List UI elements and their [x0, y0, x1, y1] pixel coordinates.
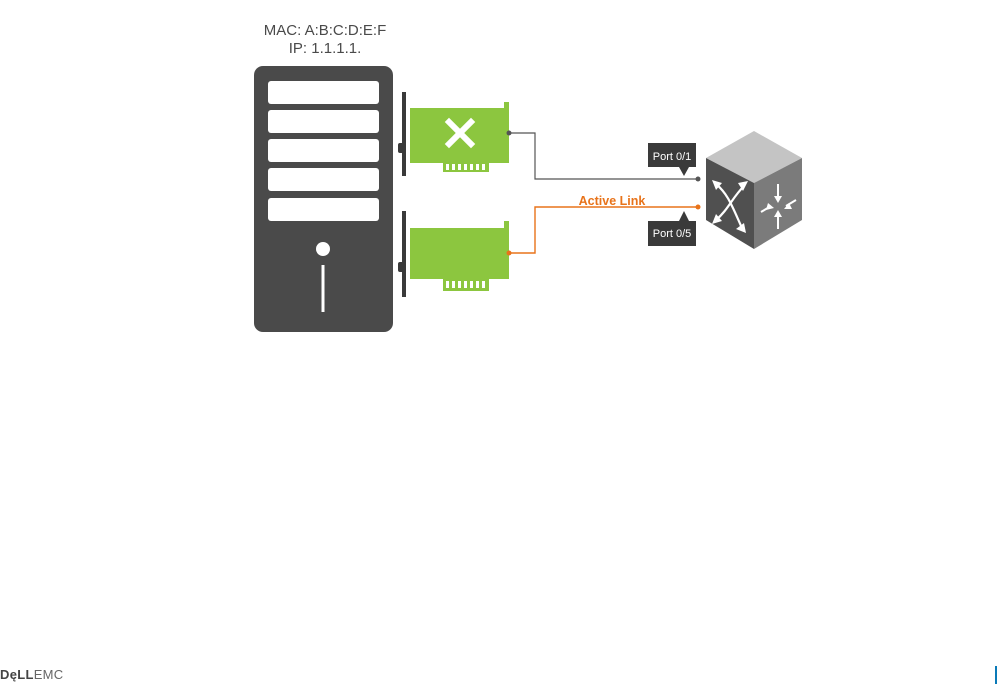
logo-dell-text: DęLL: [0, 667, 34, 682]
x-icon: [444, 117, 476, 149]
nic-card-active: [398, 211, 509, 297]
drive-bay-3: [268, 139, 379, 162]
server-tower-icon: [254, 66, 393, 332]
nic-bracket: [402, 211, 406, 297]
nic-bracket: [402, 92, 406, 176]
switch-top-face: [706, 131, 802, 183]
port-label-bottom: Port 0/5: [653, 228, 692, 240]
port-callout-bottom: Port 0/5: [648, 211, 696, 246]
switch-right-face: [754, 158, 802, 249]
accent-bar: [995, 666, 997, 684]
drive-bay-1: [268, 81, 379, 104]
logo-emc-text: EMC: [33, 667, 64, 682]
nic-board: [410, 221, 509, 279]
nic-card-failed: [398, 92, 509, 176]
ip-address-text: IP: 1.1.1.1.: [288, 40, 362, 57]
port-label-top: Port 0/1: [653, 151, 692, 163]
port-callout-top: Port 0/1: [648, 143, 696, 176]
active-link-label: Active Link: [579, 194, 646, 208]
active-link: [506, 204, 701, 256]
drive-bay-4: [268, 168, 379, 191]
drive-bay-5: [268, 198, 379, 221]
mac-address-text: MAC: A:B:C:D:E:F: [263, 22, 387, 39]
dell-emc-logo: DęLLEMC: [0, 667, 64, 682]
power-button: [316, 242, 330, 256]
drive-bay-2: [268, 110, 379, 133]
server-slot-line: [321, 265, 325, 312]
network-switch-icon: [706, 131, 802, 249]
passive-link: [506, 130, 701, 182]
server-address-label: MAC: A:B:C:D:E:F IP: 1.1.1.1.: [240, 22, 410, 58]
